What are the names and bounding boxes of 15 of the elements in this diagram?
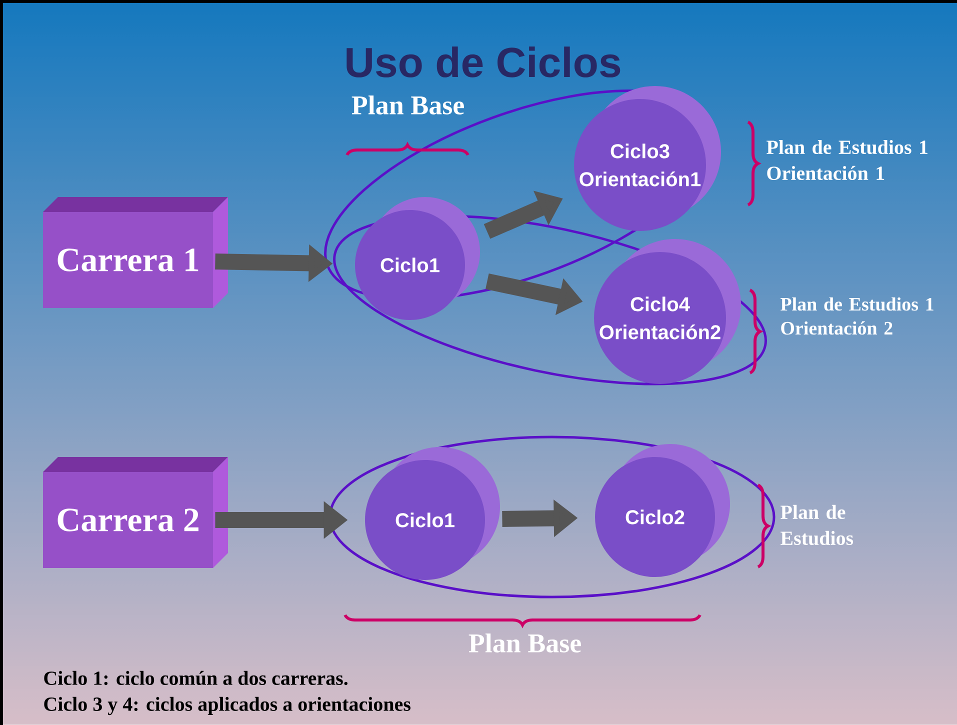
block-node: Carrera 1: [43, 197, 228, 308]
label: Ciclo 3 y 4: ciclos aplicados a orientaciones: [44, 696, 410, 716]
cylinder-node: Ciclo3 Orientación1: [574, 86, 722, 231]
label: Plan de Estudios: [780, 504, 854, 546]
cylinder-node: Ciclo1: [365, 447, 500, 580]
label: Plan Base: [468, 634, 581, 652]
cylinder-node: Ciclo2: [595, 444, 730, 577]
label: Plan Base: [352, 95, 464, 114]
cylinder-node: Ciclo4 Orientación2: [594, 239, 742, 384]
cylinder-node: Ciclo1: [355, 197, 480, 320]
label: Ciclo 1: ciclo común a dos carreras.: [44, 670, 348, 686]
label: Plan de Estudios 1 Orientación 1: [766, 140, 928, 180]
label: Plan de Estudios 1 Orientación 2: [780, 297, 934, 335]
title: Uso de Ciclos: [346, 46, 620, 78]
block-node: Carrera 2: [43, 457, 228, 568]
